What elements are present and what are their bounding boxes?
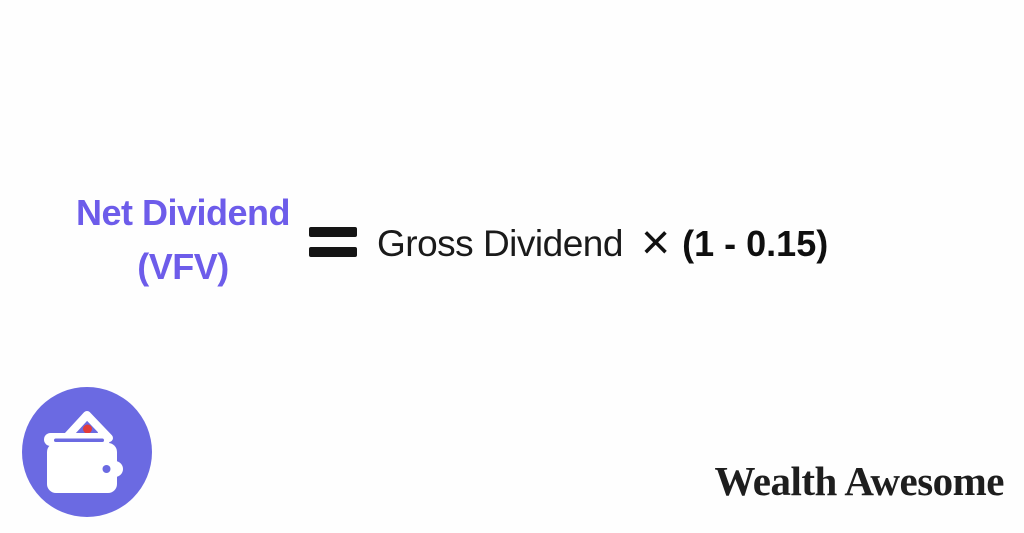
equals-sign: =	[309, 227, 357, 257]
formula-result-label: Net Dividend (VFV)	[38, 186, 328, 294]
result-label-line2: (VFV)	[137, 246, 229, 287]
equals-bottom-bar	[309, 247, 357, 257]
wallet-clasp-dot	[102, 465, 111, 473]
banknote-red-mark	[83, 424, 92, 434]
wallet-icon	[22, 387, 152, 517]
brand-logo-text: Wealth Awesome	[714, 458, 1005, 504]
formula-term: Gross Dividend	[377, 223, 623, 264]
result-label-line1: Net Dividend	[75, 192, 291, 233]
formula-rhs: Gross Dividend × (1 - 0.15)	[377, 217, 829, 267]
equals-top-bar	[309, 227, 357, 237]
wallet-body	[47, 443, 117, 493]
formula-factor: (1 - 0.15)	[682, 223, 829, 264]
wallet-slot	[54, 438, 104, 442]
multiply-operator: ×	[640, 214, 671, 270]
